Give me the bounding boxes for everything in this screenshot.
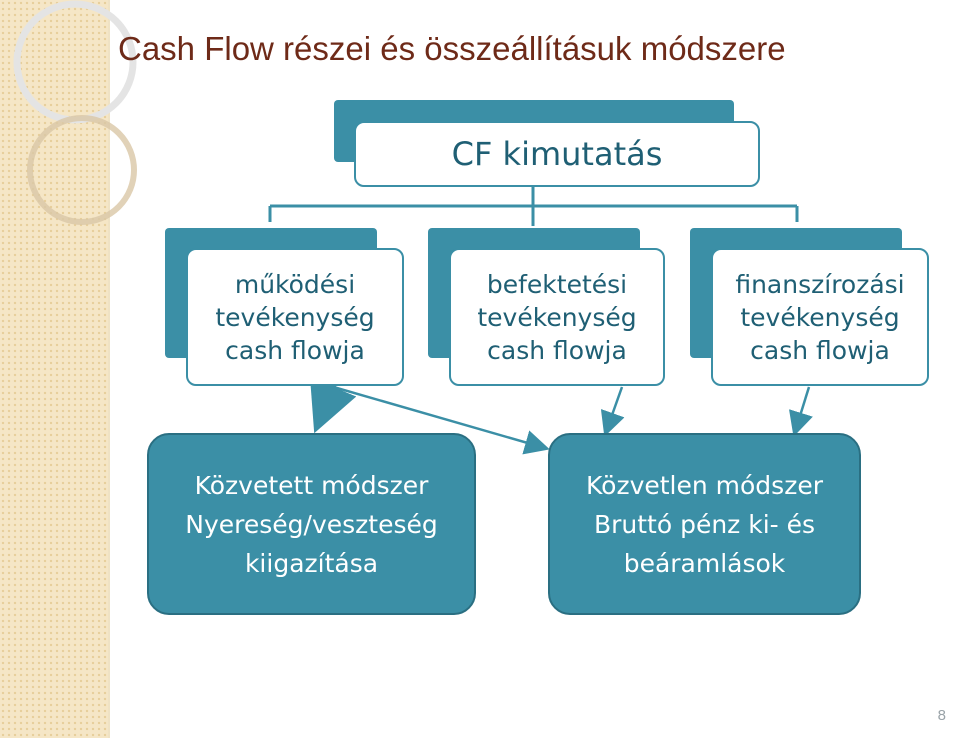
side-strip-edge: [108, 0, 110, 738]
activity-node-investing: befektetési tevékenység cash flowja: [449, 248, 665, 386]
method-node-direct: Közvetlen módszer Bruttó pénz ki- és beá…: [548, 433, 861, 615]
arrow-financing-to-direct: [789, 386, 813, 437]
root-node: CF kimutatás: [354, 121, 760, 187]
root-node-label: CF kimutatás: [451, 135, 663, 173]
activity-node-financing: finanszírozási tevékenység cash flowja: [711, 248, 929, 386]
activity-node-line: finanszírozási: [735, 269, 905, 299]
activity-node-line: tevékenység: [740, 302, 900, 332]
method-node-line: beáramlások: [623, 548, 786, 578]
page-number: 8: [937, 707, 946, 724]
method-node-line: Bruttó pénz ki- és: [593, 509, 816, 539]
arrow-operating-to-direct: [329, 384, 550, 455]
method-node-line: Közvetlen módszer: [586, 470, 823, 500]
method-node-line: kiigazítása: [244, 548, 379, 578]
activity-node-line: működési: [234, 269, 356, 299]
activity-node-line: cash flowja: [487, 335, 627, 365]
arrow-investing-to-direct: [600, 386, 625, 437]
method-node-line: Nyereség/veszteség: [185, 509, 438, 539]
activity-node-line: tevékenység: [215, 302, 375, 332]
decorative-rings: [13, 0, 137, 225]
method-node-indirect: Közvetett módszer Nyereség/veszteség kii…: [147, 433, 476, 615]
method-node-line: Közvetett módszer: [194, 470, 429, 500]
activity-node-operating: működési tevékenység cash flowja: [186, 248, 404, 386]
activity-node-line: befektetési: [486, 269, 628, 299]
activity-node-line: cash flowja: [225, 335, 365, 365]
activity-node-line: tevékenység: [477, 302, 637, 332]
activity-node-line: cash flowja: [750, 335, 890, 365]
slide-title: Cash Flow részei és összeállításuk módsz…: [118, 30, 786, 67]
arrow-operating-to-indirect: [310, 377, 357, 434]
